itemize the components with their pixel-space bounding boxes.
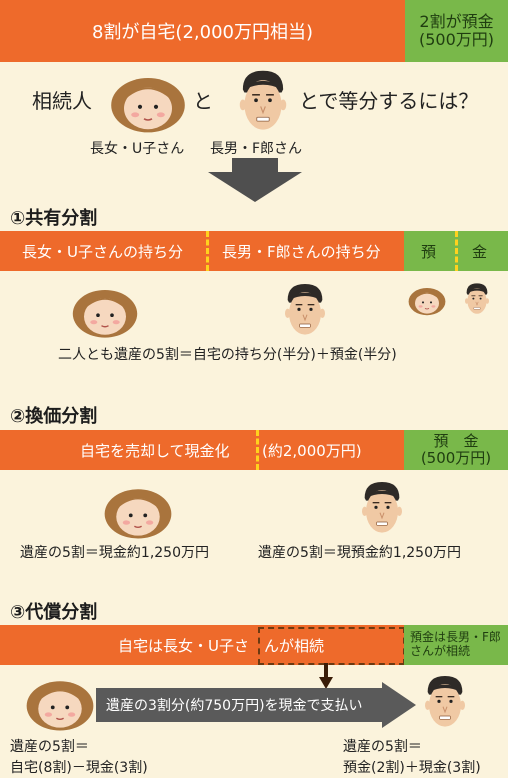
section3-savings-line2: さんが相続: [410, 644, 471, 658]
section3-green-bar: 預金は長男・F郎 さんが相続: [404, 625, 508, 665]
section2-orange-bar: [0, 430, 404, 470]
question-suffix: とで等分するには？: [299, 89, 479, 113]
section1-caption: 二人とも遺産の5割＝自宅の持ち分(半分)＋預金(半分): [58, 347, 397, 363]
section3-small-arrow-icon: [319, 663, 333, 689]
section1-orange-bar: [0, 231, 404, 271]
woman-face-icon: [106, 70, 190, 134]
estate-savings-bar: 2割が預金 (500万円): [405, 0, 508, 62]
section2-divider: [256, 430, 259, 470]
section3-right-line2: 預金(2割)＋現金(3割): [343, 760, 481, 776]
section2-amount-label: (約2,000万円): [262, 442, 362, 460]
section3-home-label: 自宅は長女・U子さ: [118, 637, 249, 655]
section1-daughter-share: 長女・U子さんの持ち分: [22, 243, 183, 261]
section3-man-face-icon: [418, 672, 472, 732]
estate-savings-line2: (500万円): [418, 30, 495, 49]
section1-savings-divider: [455, 231, 458, 271]
estate-home-label: 8割が自宅(2,000万円相当): [91, 22, 314, 43]
section1-title: ①共有分割: [10, 208, 98, 229]
payment-arrow-icon: [96, 682, 416, 728]
heir-son-label: 長男・F郎さん: [210, 141, 303, 157]
section1-woman-small-face-icon: [406, 284, 448, 316]
section2-green-bar: 預 金 (500万円): [404, 430, 508, 470]
section3-title: ③代償分割: [10, 602, 98, 623]
section1-son-share: 長男・F郎さんの持ち分: [222, 243, 381, 261]
section2-savings-line2: (500万円): [420, 449, 492, 467]
section2-savings-line1: 預 金: [433, 431, 479, 450]
section3-left-line1: 遺産の5割＝: [10, 739, 89, 755]
down-arrow-icon: [208, 158, 302, 202]
section1-man-small-face-icon: [461, 281, 493, 317]
section2-woman-face-icon: [100, 482, 176, 540]
estate-savings-line1: 2割が預金: [419, 11, 494, 31]
estate-home-bar: 8割が自宅(2,000万円相当): [0, 0, 405, 62]
section2-man-face-icon: [355, 478, 409, 538]
section3-right-line1: 遺産の5割＝: [343, 739, 422, 755]
section3-woman-face-icon: [22, 674, 98, 732]
section1-woman-face-icon: [68, 283, 142, 339]
section2-caption-right: 遺産の5割＝現預金約1,250万円: [258, 545, 461, 561]
payment-arrow-label: 遺産の3割分(約750万円)を現金で支払い: [106, 698, 363, 714]
question-and: と: [193, 89, 213, 113]
section3-left-line2: 自宅(8割)－現金(3割): [10, 760, 148, 776]
section2-sell-label: 自宅を売却して現金化: [80, 442, 230, 460]
section3-orange-bar: [0, 625, 404, 665]
section1-savings-right: 金: [472, 243, 488, 261]
man-face-icon: [232, 66, 294, 136]
section3-savings-line1: 預金は長男・F郎: [410, 630, 501, 645]
section1-man-face-icon: [278, 280, 332, 340]
heir-daughter-label: 長女・U子さん: [90, 141, 185, 157]
section2-caption-left: 遺産の5割＝現金約1,250万円: [20, 545, 209, 561]
section1-divider: [206, 231, 209, 271]
question-prefix: 相続人: [32, 89, 92, 113]
section2-title: ②換価分割: [10, 406, 98, 427]
section3-inherit-label: んが相続: [264, 637, 325, 655]
section1-savings-left: 預: [421, 243, 437, 261]
